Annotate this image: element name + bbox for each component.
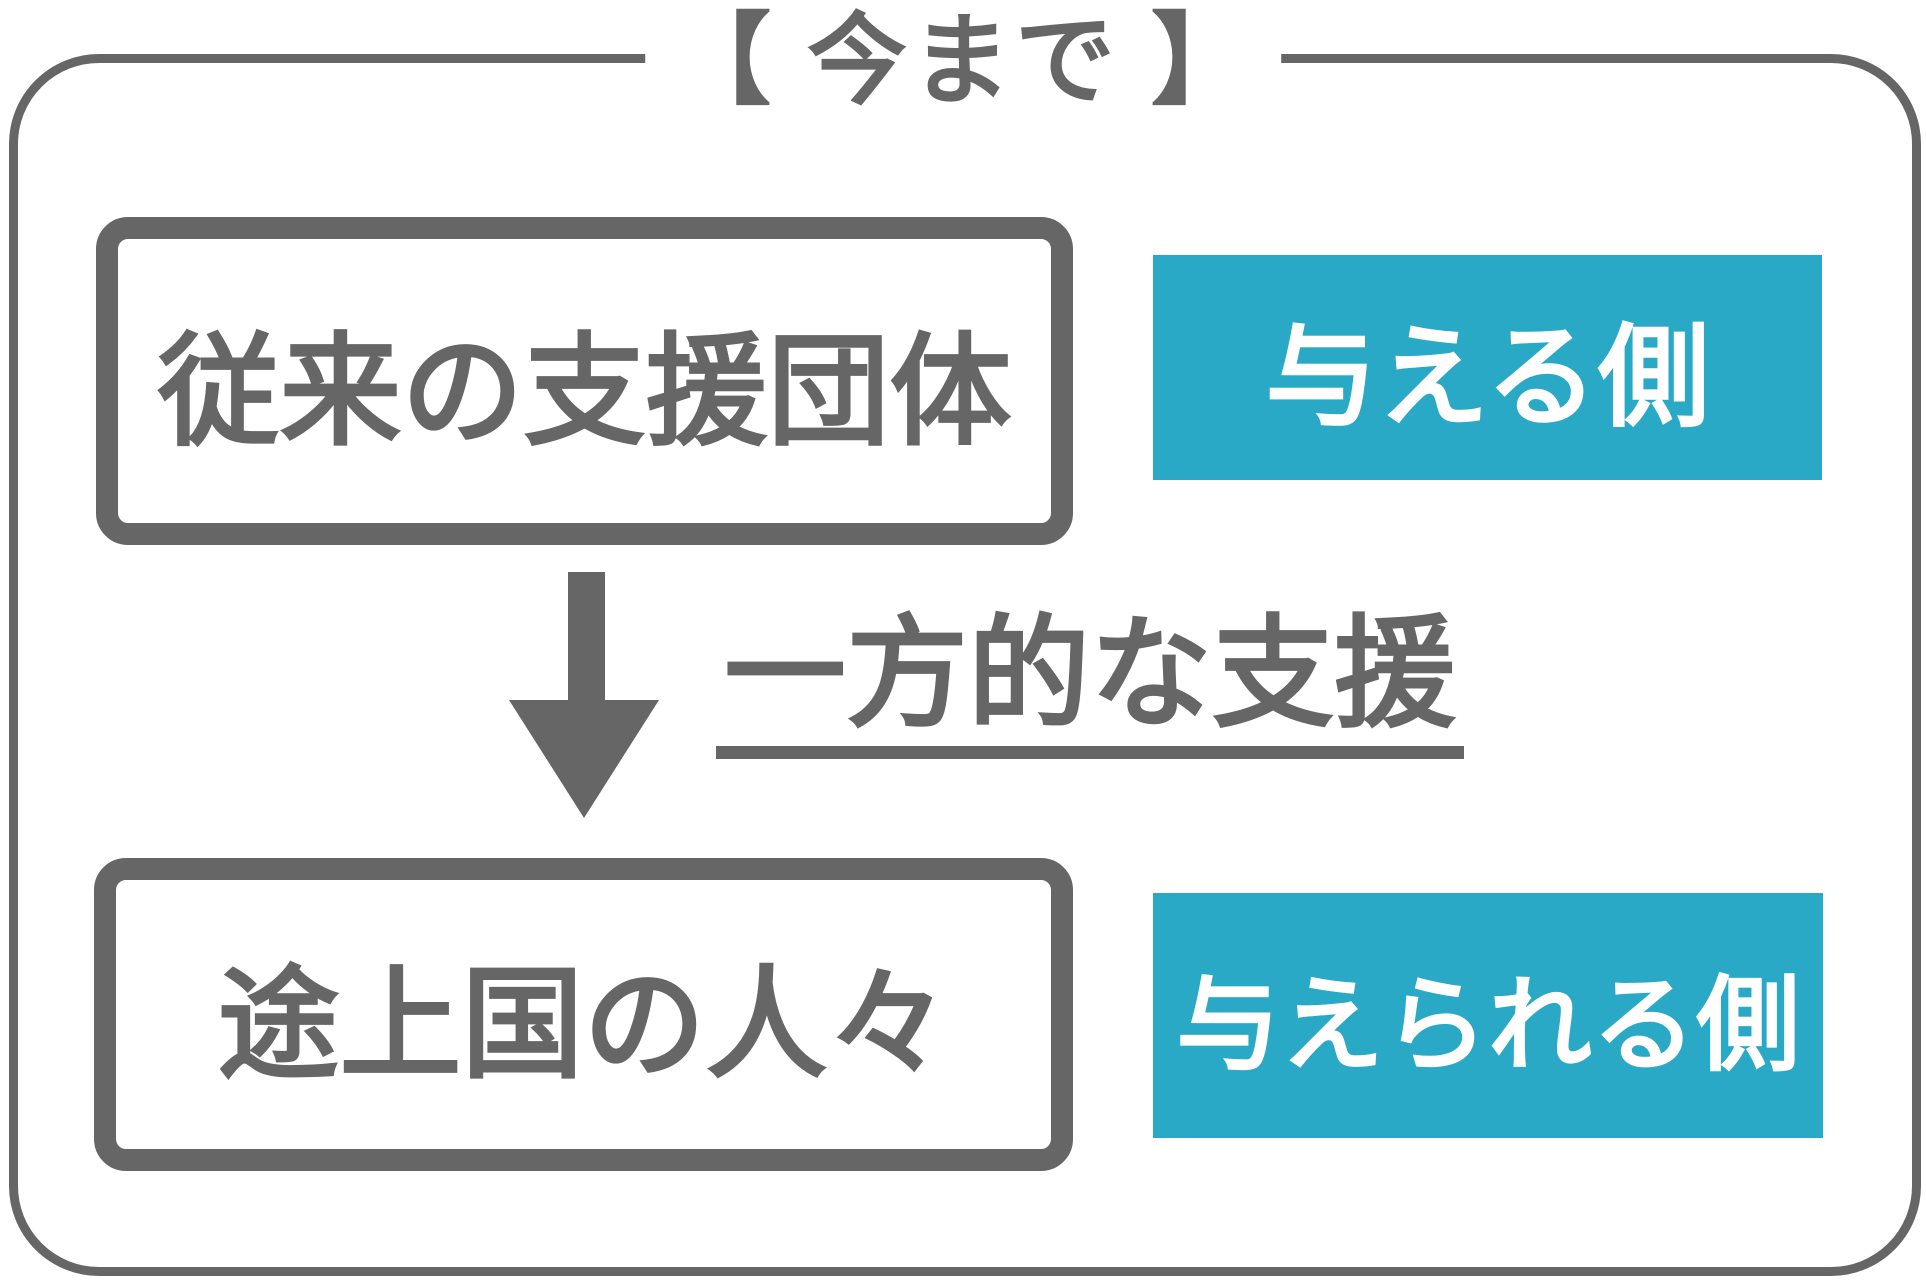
down-arrow-head-icon (509, 700, 659, 818)
top-box-traditional-support-groups: 従来の支援団体 (96, 217, 1073, 545)
bottom-box-label: 途上国の人々 (217, 957, 950, 1093)
tag-giving-side-label: 与える側 (1265, 314, 1710, 440)
tag-giving-side: 与える側 (1153, 255, 1822, 480)
tag-receiving-side-label: 与えられる側 (1175, 968, 1800, 1084)
arrow-label-one-way-support: 一方的な支援 (716, 606, 1464, 759)
down-arrow-icon (568, 572, 605, 704)
tag-receiving-side: 与えられる側 (1153, 893, 1823, 1138)
bottom-box-developing-country-people: 途上国の人々 (94, 858, 1073, 1171)
diagram-title: 【 今まで 】 (645, 2, 1281, 120)
top-box-label: 従来の支援団体 (157, 323, 1012, 460)
